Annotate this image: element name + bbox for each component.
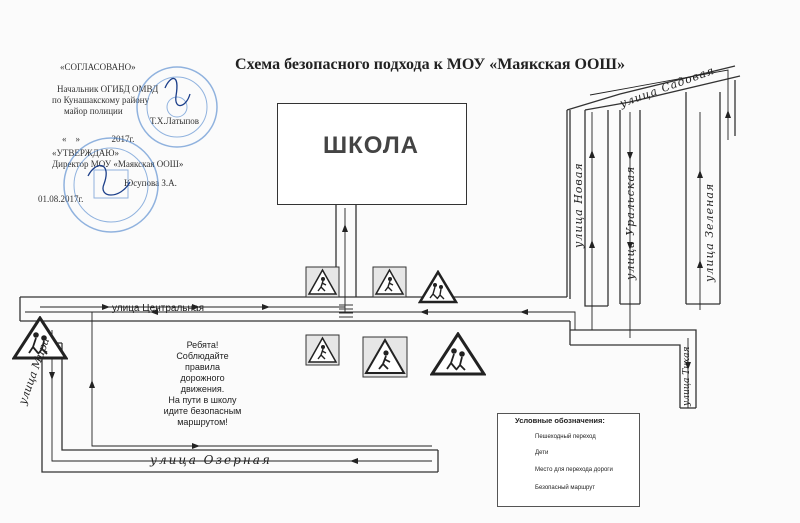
legend-item-children: Дети: [535, 450, 549, 456]
notice-line: Соблюдайте: [176, 351, 229, 361]
children-sign-icon: [418, 270, 458, 304]
notice-line: маршрутом!: [177, 417, 228, 427]
approved-date: 01.08.2017г.: [38, 194, 84, 204]
legend-item-crossing: Пешеходный переход: [535, 434, 596, 440]
school-label: ШКОЛА: [322, 132, 419, 159]
approved-position: Директор МОУ «Маякская ООШ»: [52, 159, 184, 169]
pedestrian-crossing-sign-icon: [362, 336, 408, 378]
agreed-position-3: майор полиции: [64, 106, 123, 116]
school-stamp-icon: [63, 137, 159, 233]
notice-line: Ребята!: [186, 340, 219, 350]
pedestrian-crossing-sign-icon: [305, 334, 340, 366]
pedestrian-crossing-sign-icon: [372, 266, 407, 298]
agreed-label: «СОГЛАСОВАНО»: [60, 62, 136, 72]
official-stamp-icon: [136, 66, 218, 148]
street-zelenaya-label: улица Зеленая: [703, 182, 716, 282]
notice-line: дорожного: [180, 373, 225, 383]
legend-item-crossing-place: Место для перехода дороги: [535, 467, 613, 473]
safety-notice: Ребята! Соблюдайте правила дорожного дви…: [140, 340, 265, 428]
agreed-position-2: по Кунашакскому району: [52, 95, 150, 105]
approved-name: Юсупова З.А.: [124, 178, 177, 188]
notice-line: движения.: [180, 384, 225, 394]
street-novaya-label: улица Новая: [572, 162, 585, 248]
pedestrian-crossing-sign-icon: [305, 266, 340, 298]
approved-label: «УТВЕРЖДАЮ»: [52, 148, 120, 158]
street-ozernaya-top: [61, 343, 438, 451]
legend-item-safe-route: Безопасный маршрут: [535, 485, 596, 491]
notice-line: идите безопасным: [163, 406, 242, 416]
street-ozernaya-label: улица Озерная: [150, 453, 272, 467]
page-title: Схема безопасного подхода к МОУ «Маякска…: [235, 56, 625, 73]
agreed-position-1: Начальник ОГИБД ОМВД: [57, 84, 159, 94]
legend-title: Условные обозначения:: [515, 416, 605, 425]
street-tikhaya-label: улица Тихая: [682, 346, 692, 406]
street-central-label: улица Центральная: [112, 303, 204, 314]
agreed-name: Т.Х.Латыпов: [150, 116, 200, 126]
street-mira-left: [41, 343, 438, 473]
signature-icon: [87, 77, 191, 196]
notice-line: На пути в школу: [168, 395, 237, 405]
legend-box: [497, 413, 640, 507]
zebra-crossing-icon: [339, 304, 353, 318]
notice-line: правила: [185, 362, 220, 372]
street-uralskaya-label: улица Уральская: [624, 165, 637, 280]
children-sign-icon: [430, 332, 486, 376]
children-sign-icon: [12, 316, 68, 360]
school-building: [277, 103, 467, 205]
